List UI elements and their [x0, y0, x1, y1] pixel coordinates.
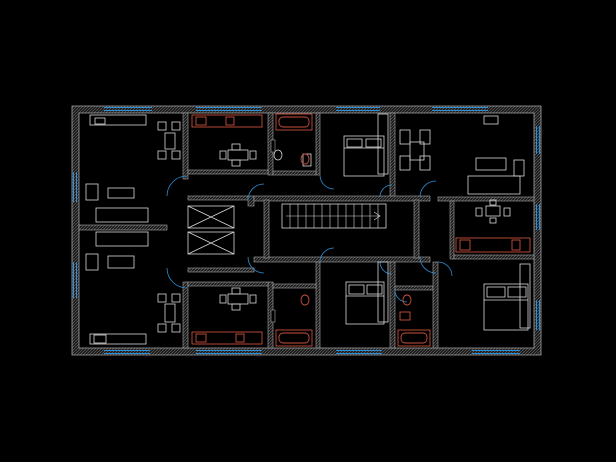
stair-direction-arrow	[286, 211, 381, 221]
staircase	[281, 203, 387, 229]
interior-walls	[78, 112, 535, 349]
fixtures	[191, 113, 531, 347]
furniture	[85, 113, 531, 345]
windows	[73, 107, 540, 354]
bath-shaft	[270, 139, 276, 323]
door-swings	[166, 174, 453, 303]
elevator-shafts	[187, 205, 235, 255]
outer-walls	[71, 105, 542, 356]
